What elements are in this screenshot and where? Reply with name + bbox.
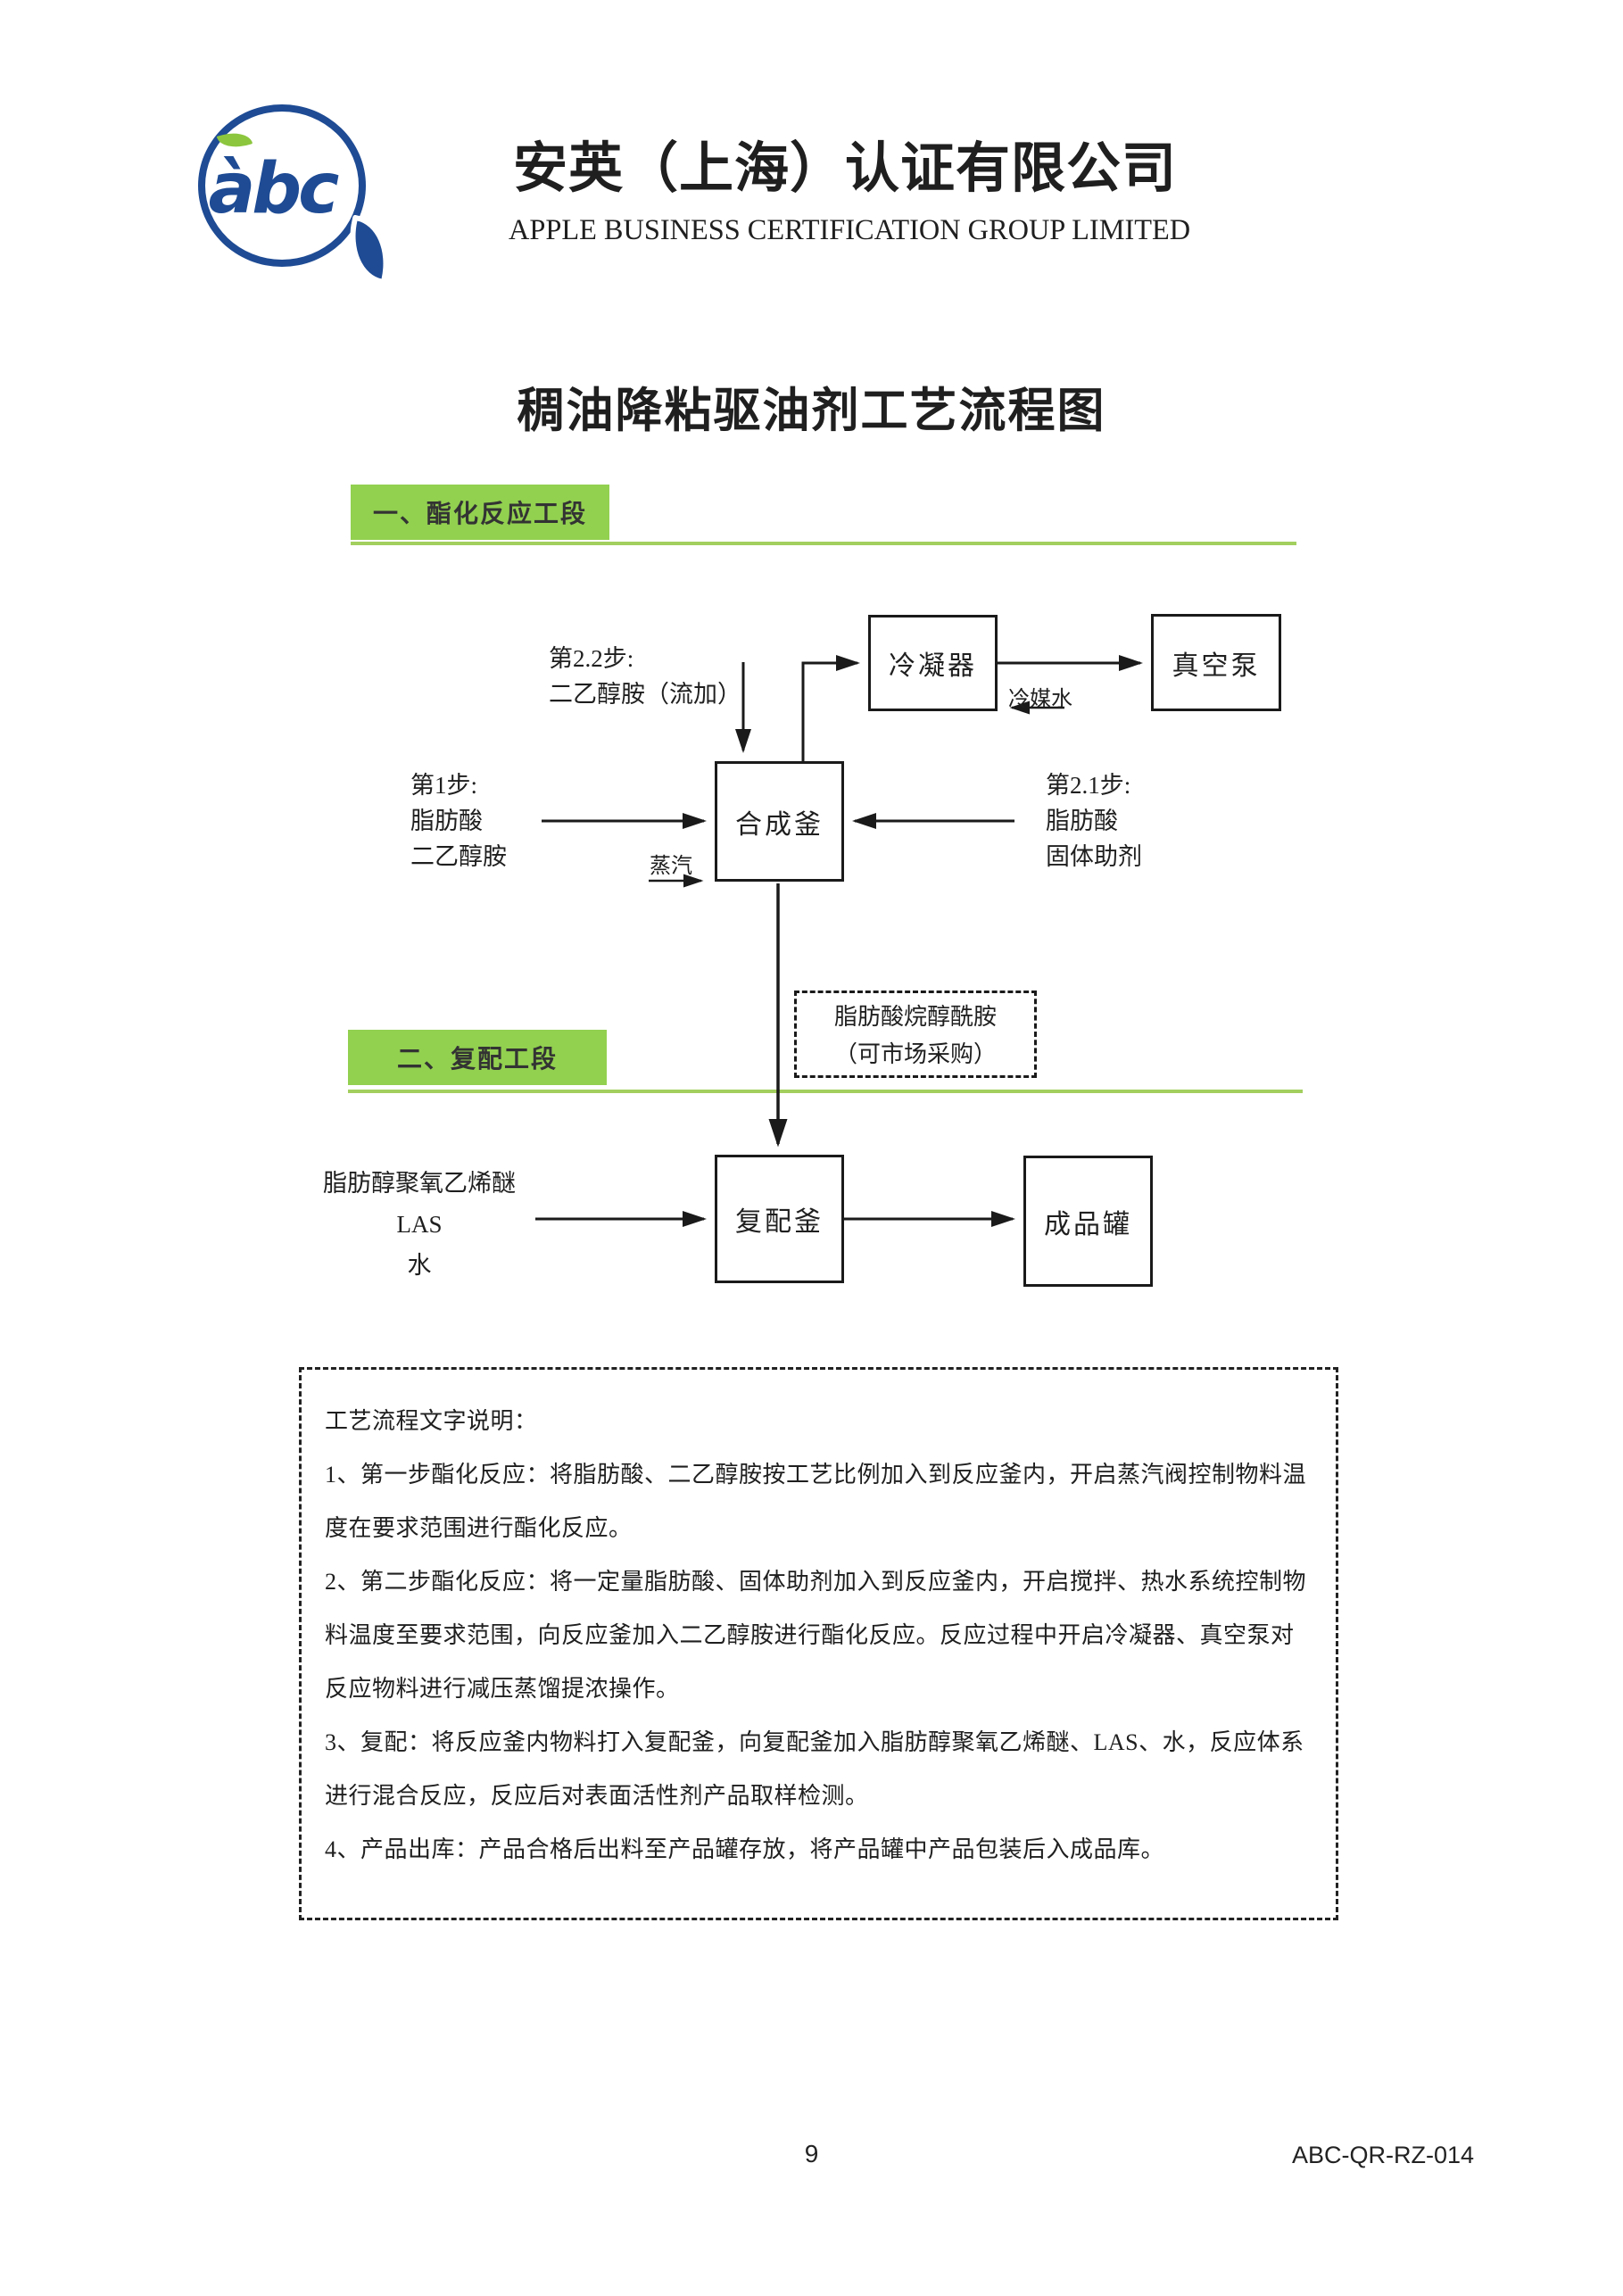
page-number: 9 <box>804 2140 819 2168</box>
description-item: 2、第二步酯化反应：将一定量脂肪酸、固体助剂加入到反应釜内，开启搅拌、热水系统控… <box>325 1569 1307 1702</box>
label-line: 脂肪酸 <box>410 808 483 834</box>
description-heading: 工艺流程文字说明： <box>325 1408 538 1434</box>
label-line: 脂肪酸烷醇酰胺 <box>833 1004 997 1030</box>
label-step-1: 第1步: 脂肪酸 二乙醇胺 <box>410 767 507 874</box>
section-header-esterification: 一、酯化反应工段 <box>351 485 609 540</box>
process-description-box: 工艺流程文字说明： 1、第一步酯化反应：将脂肪酸、二乙醇胺按工艺比例加入到反应釜… <box>299 1367 1338 1920</box>
label-line: 二乙醇胺 <box>410 843 507 870</box>
label-line: 固体助剂 <box>1046 843 1142 870</box>
label-step-2-1: 第2.1步: 脂肪酸 固体助剂 <box>1046 767 1142 874</box>
flow-box-condenser: 冷凝器 <box>868 615 998 711</box>
company-name-english: APPLE BUSINESS CERTIFICATION GROUP LIMIT… <box>509 214 1191 246</box>
flow-box-blending-kettle: 复配釜 <box>715 1155 844 1283</box>
company-name-chinese: 安英（上海）认证有限公司 <box>513 139 1178 199</box>
label-line: 脂肪醇聚氧乙烯醚 <box>323 1170 516 1197</box>
flow-box-synthesis-kettle: 合成釜 <box>715 761 844 882</box>
label-blend-inputs: 脂肪醇聚氧乙烯醚 LAS 水 <box>303 1163 535 1286</box>
document-code: ABC-QR-RZ-014 <box>1292 2142 1475 2168</box>
description-item: 4、产品出库：产品合格后出料至产品罐存放，将产品罐中产品包装后入成品库。 <box>325 1836 1165 1862</box>
label-line: 脂肪酸 <box>1046 808 1118 834</box>
description-item: 3、复配：将反应釜内物料打入复配釜，向复配釜加入脂肪醇聚氧乙烯醚、LAS、水，反… <box>325 1729 1304 1809</box>
page-title: 稠油降粘驱油剂工艺流程图 <box>517 385 1106 437</box>
flow-box-market-purchase: 脂肪酸烷醇酰胺 （可市场采购） <box>794 991 1037 1078</box>
description-item: 1、第一步酯化反应：将脂肪酸、二乙醇胺按工艺比例加入到反应釜内，开启蒸汽阀控制物… <box>325 1462 1307 1541</box>
label-line: 第1步: <box>410 772 478 799</box>
label-line: 二乙醇胺（流加） <box>549 681 741 708</box>
line-kettle-to-condenser <box>801 655 860 761</box>
section-divider <box>351 542 1296 545</box>
company-logo: àbc <box>156 85 399 290</box>
section-header-blending: 二、复配工段 <box>348 1030 607 1085</box>
logo-circle-icon <box>198 104 366 267</box>
label-line: 第2.2步: <box>549 645 634 672</box>
label-coolant-water: 冷媒水 <box>1008 688 1072 711</box>
label-line: 第2.1步: <box>1046 772 1131 799</box>
label-line: （可市场采购） <box>833 1041 997 1067</box>
flow-box-product-tank: 成品罐 <box>1023 1156 1153 1287</box>
label-step-2-2: 第2.2步: 二乙醇胺（流加） <box>549 641 741 712</box>
label-line: 水 <box>407 1252 432 1279</box>
flow-box-vacuum-pump: 真空泵 <box>1151 614 1281 711</box>
label-steam: 蒸汽 <box>650 855 692 878</box>
label-line: LAS <box>396 1211 443 1238</box>
logo-text: àbc <box>208 148 340 229</box>
section-divider <box>348 1090 1303 1093</box>
